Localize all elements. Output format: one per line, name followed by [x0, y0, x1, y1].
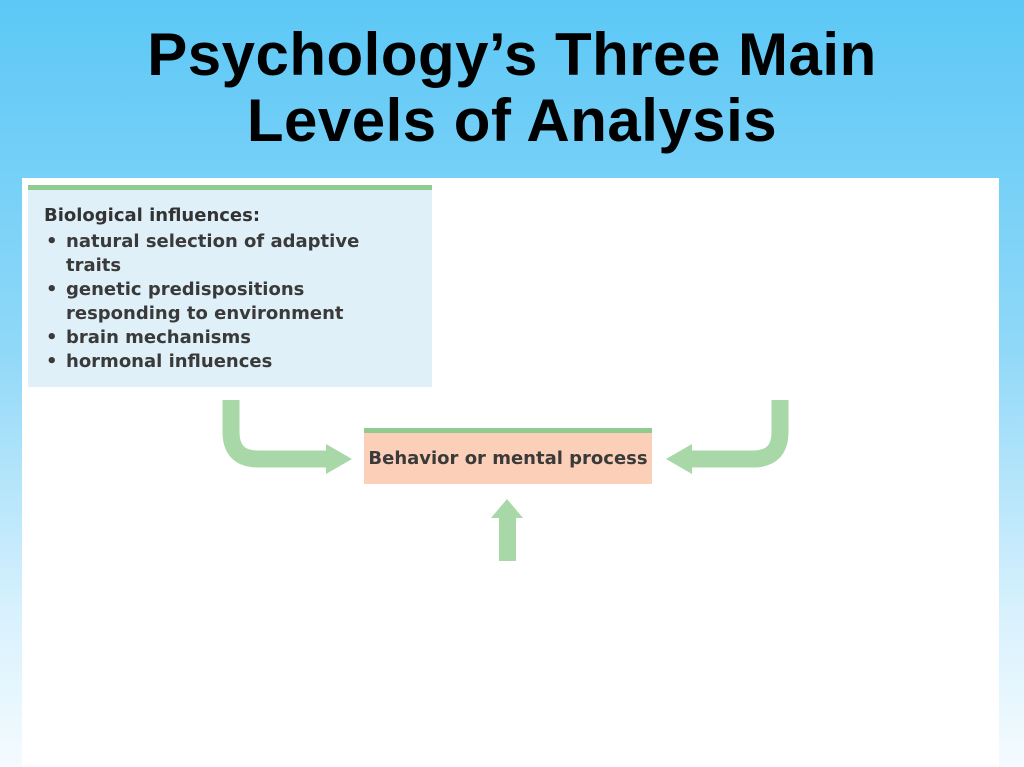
bullet-icon: • — [46, 327, 58, 348]
list-item: • genetic predispositions responding to e… — [44, 278, 420, 326]
list-item-text: natural selection of adaptive traits — [66, 231, 360, 276]
biological-list: • natural selection of adaptive traits • g… — [44, 230, 420, 374]
list-item-text: brain mechanisms — [66, 327, 251, 348]
biological-heading: Biological influences: — [44, 205, 261, 226]
list-item: • natural selection of adaptive traits — [44, 230, 420, 278]
behavior-box: Behavior or mental process — [364, 428, 652, 484]
list-item: • brain mechanisms — [44, 326, 420, 350]
biological-influences-box: Biological influences: • natural selectio… — [28, 185, 432, 387]
bottom-arrowhead — [491, 499, 523, 518]
list-item-text: hormonal influences — [66, 351, 273, 372]
right-elbow-arrow — [690, 400, 789, 468]
behavior-label: Behavior or mental process — [368, 448, 648, 469]
slide-title: Psychology’s Three Main Levels of Analys… — [0, 22, 1024, 154]
bottom-arrow-shaft — [499, 515, 516, 561]
list-item-text: genetic predispositions responding to en… — [66, 279, 344, 324]
list-item: • hormonal influences — [44, 350, 420, 374]
right-arrowhead — [666, 444, 692, 474]
title-line-1: Psychology’s Three Main — [147, 21, 877, 88]
left-elbow-arrow — [222, 400, 328, 468]
bullet-icon: • — [46, 231, 58, 252]
bullet-icon: • — [46, 279, 58, 300]
bullet-icon: • — [46, 351, 58, 372]
left-arrowhead — [326, 444, 352, 474]
title-line-2: Levels of Analysis — [246, 87, 778, 154]
